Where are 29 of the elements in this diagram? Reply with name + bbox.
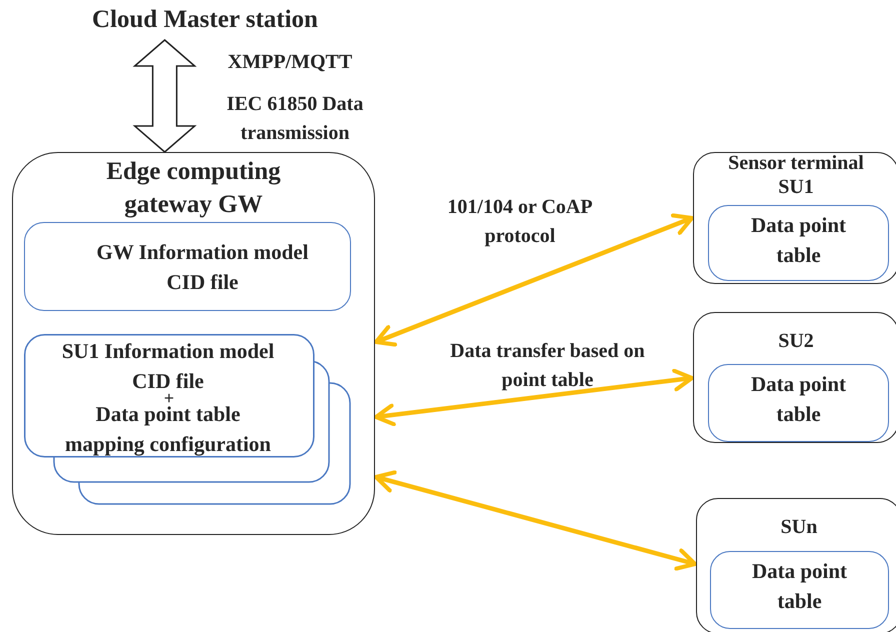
model-box	[710, 551, 889, 629]
protocol-note: XMPP/MQTT	[226, 50, 354, 75]
node-text: GW Information model CID file	[96, 239, 310, 296]
sensor-terminal-box	[696, 498, 896, 632]
model-box	[708, 364, 889, 442]
node-text: Data point table mapping configuration	[64, 402, 272, 458]
double-arrow	[374, 470, 698, 571]
node-title: Sensor terminal SU1	[727, 151, 865, 199]
node-title: Cloud Master station	[91, 5, 319, 35]
stacked-model-cards	[24, 334, 351, 505]
node-text: Data point table	[750, 371, 848, 428]
model-box	[708, 205, 889, 281]
sensor-terminal-box	[693, 152, 896, 284]
gateway-box	[12, 152, 375, 535]
double-arrow	[374, 213, 694, 347]
plus-sign: +	[164, 391, 174, 405]
model-box	[24, 222, 351, 311]
sensor-terminal-box	[693, 312, 896, 443]
node-title: SU2	[777, 329, 815, 353]
double-arrow	[374, 368, 694, 426]
double-block-arrow	[132, 39, 197, 153]
node-text: Data point table	[750, 558, 848, 615]
node-title: Edge computing gateway GW	[105, 157, 282, 220]
node-title: SUn	[780, 515, 818, 539]
protocol-note: IEC 61850 Data transmission	[226, 92, 364, 146]
protocol-note: 101/104 or CoAP protocol	[446, 195, 594, 249]
node-text: SU1 Information model CID file	[60, 338, 276, 394]
protocol-note: Data transfer based on point table	[449, 339, 646, 393]
node-text: Data point table	[750, 212, 848, 269]
